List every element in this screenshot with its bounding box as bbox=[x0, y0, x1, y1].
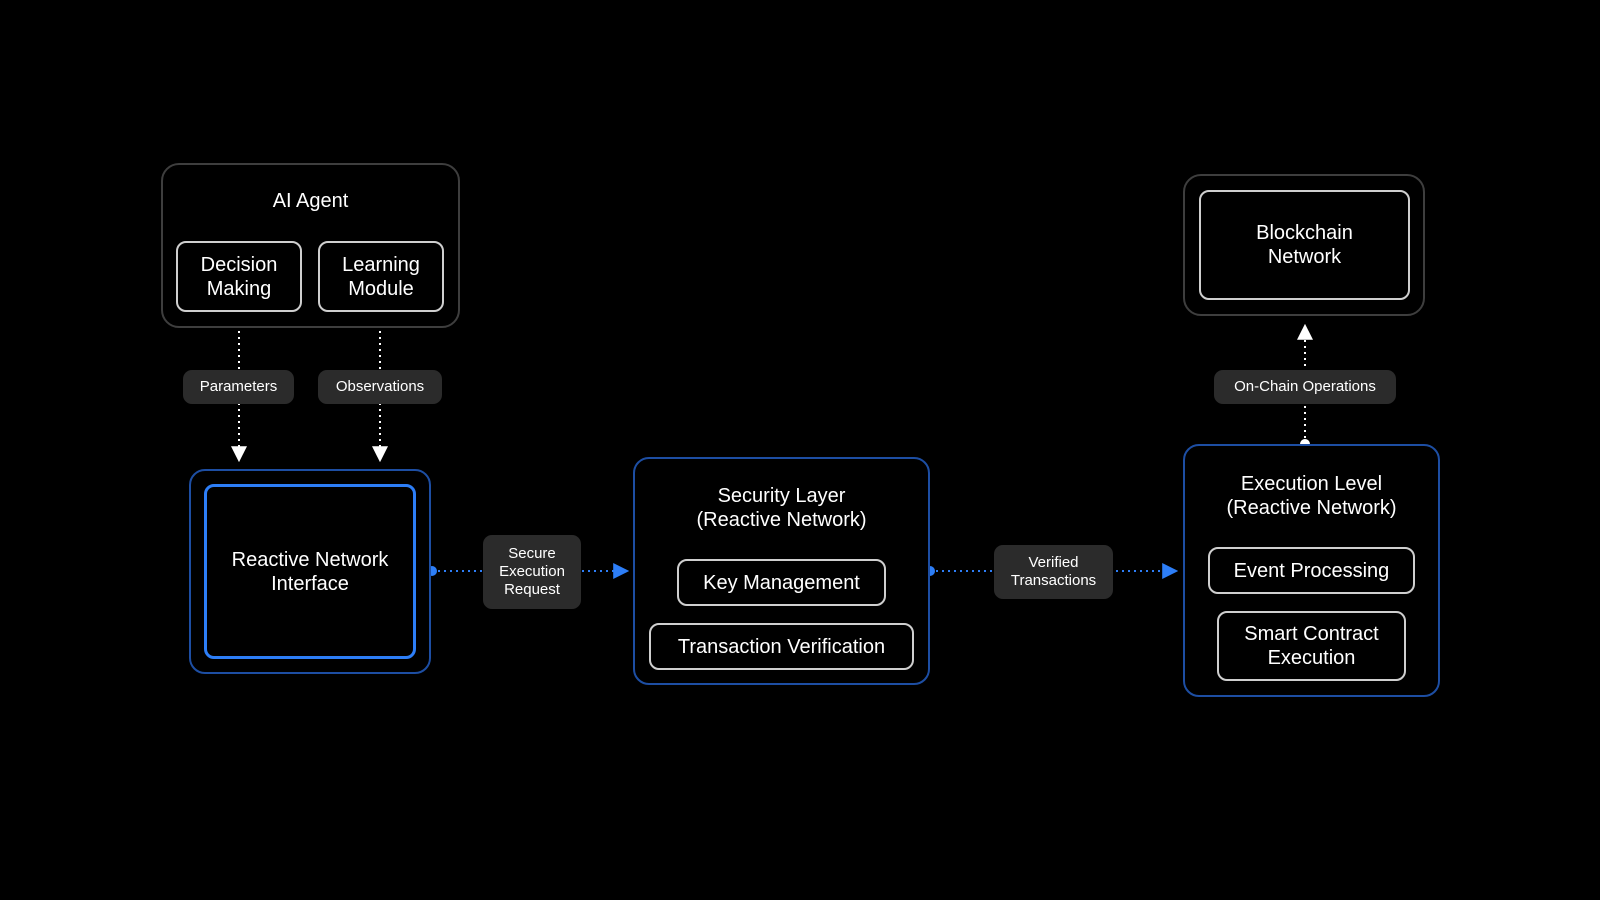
security-layer-title: Security Layer (Reactive Network) bbox=[696, 485, 867, 531]
smart-contract-execution-box[interactable]: Smart Contract Execution bbox=[1217, 611, 1406, 681]
reactive-network-interface-box[interactable]: Reactive Network Interface bbox=[204, 484, 416, 659]
decision-making-box[interactable]: Decision Making bbox=[176, 241, 302, 312]
execution-level-title: Execution Level (Reactive Network) bbox=[1226, 473, 1397, 519]
verified-transactions-label: Verified Transactions bbox=[994, 545, 1113, 599]
parameters-label: Parameters bbox=[183, 370, 294, 404]
observations-label: Observations bbox=[318, 370, 442, 404]
learning-module-box[interactable]: Learning Module bbox=[318, 241, 444, 312]
blockchain-network-box[interactable]: Blockchain Network bbox=[1199, 190, 1410, 300]
ai-agent-title: AI Agent bbox=[272, 190, 349, 212]
transaction-verification-box[interactable]: Transaction Verification bbox=[649, 623, 914, 670]
secure-execution-request-label: Secure Execution Request bbox=[483, 535, 581, 609]
key-management-box[interactable]: Key Management bbox=[677, 559, 886, 606]
on-chain-operations-label: On-Chain Operations bbox=[1214, 370, 1396, 404]
event-processing-box[interactable]: Event Processing bbox=[1208, 547, 1415, 594]
